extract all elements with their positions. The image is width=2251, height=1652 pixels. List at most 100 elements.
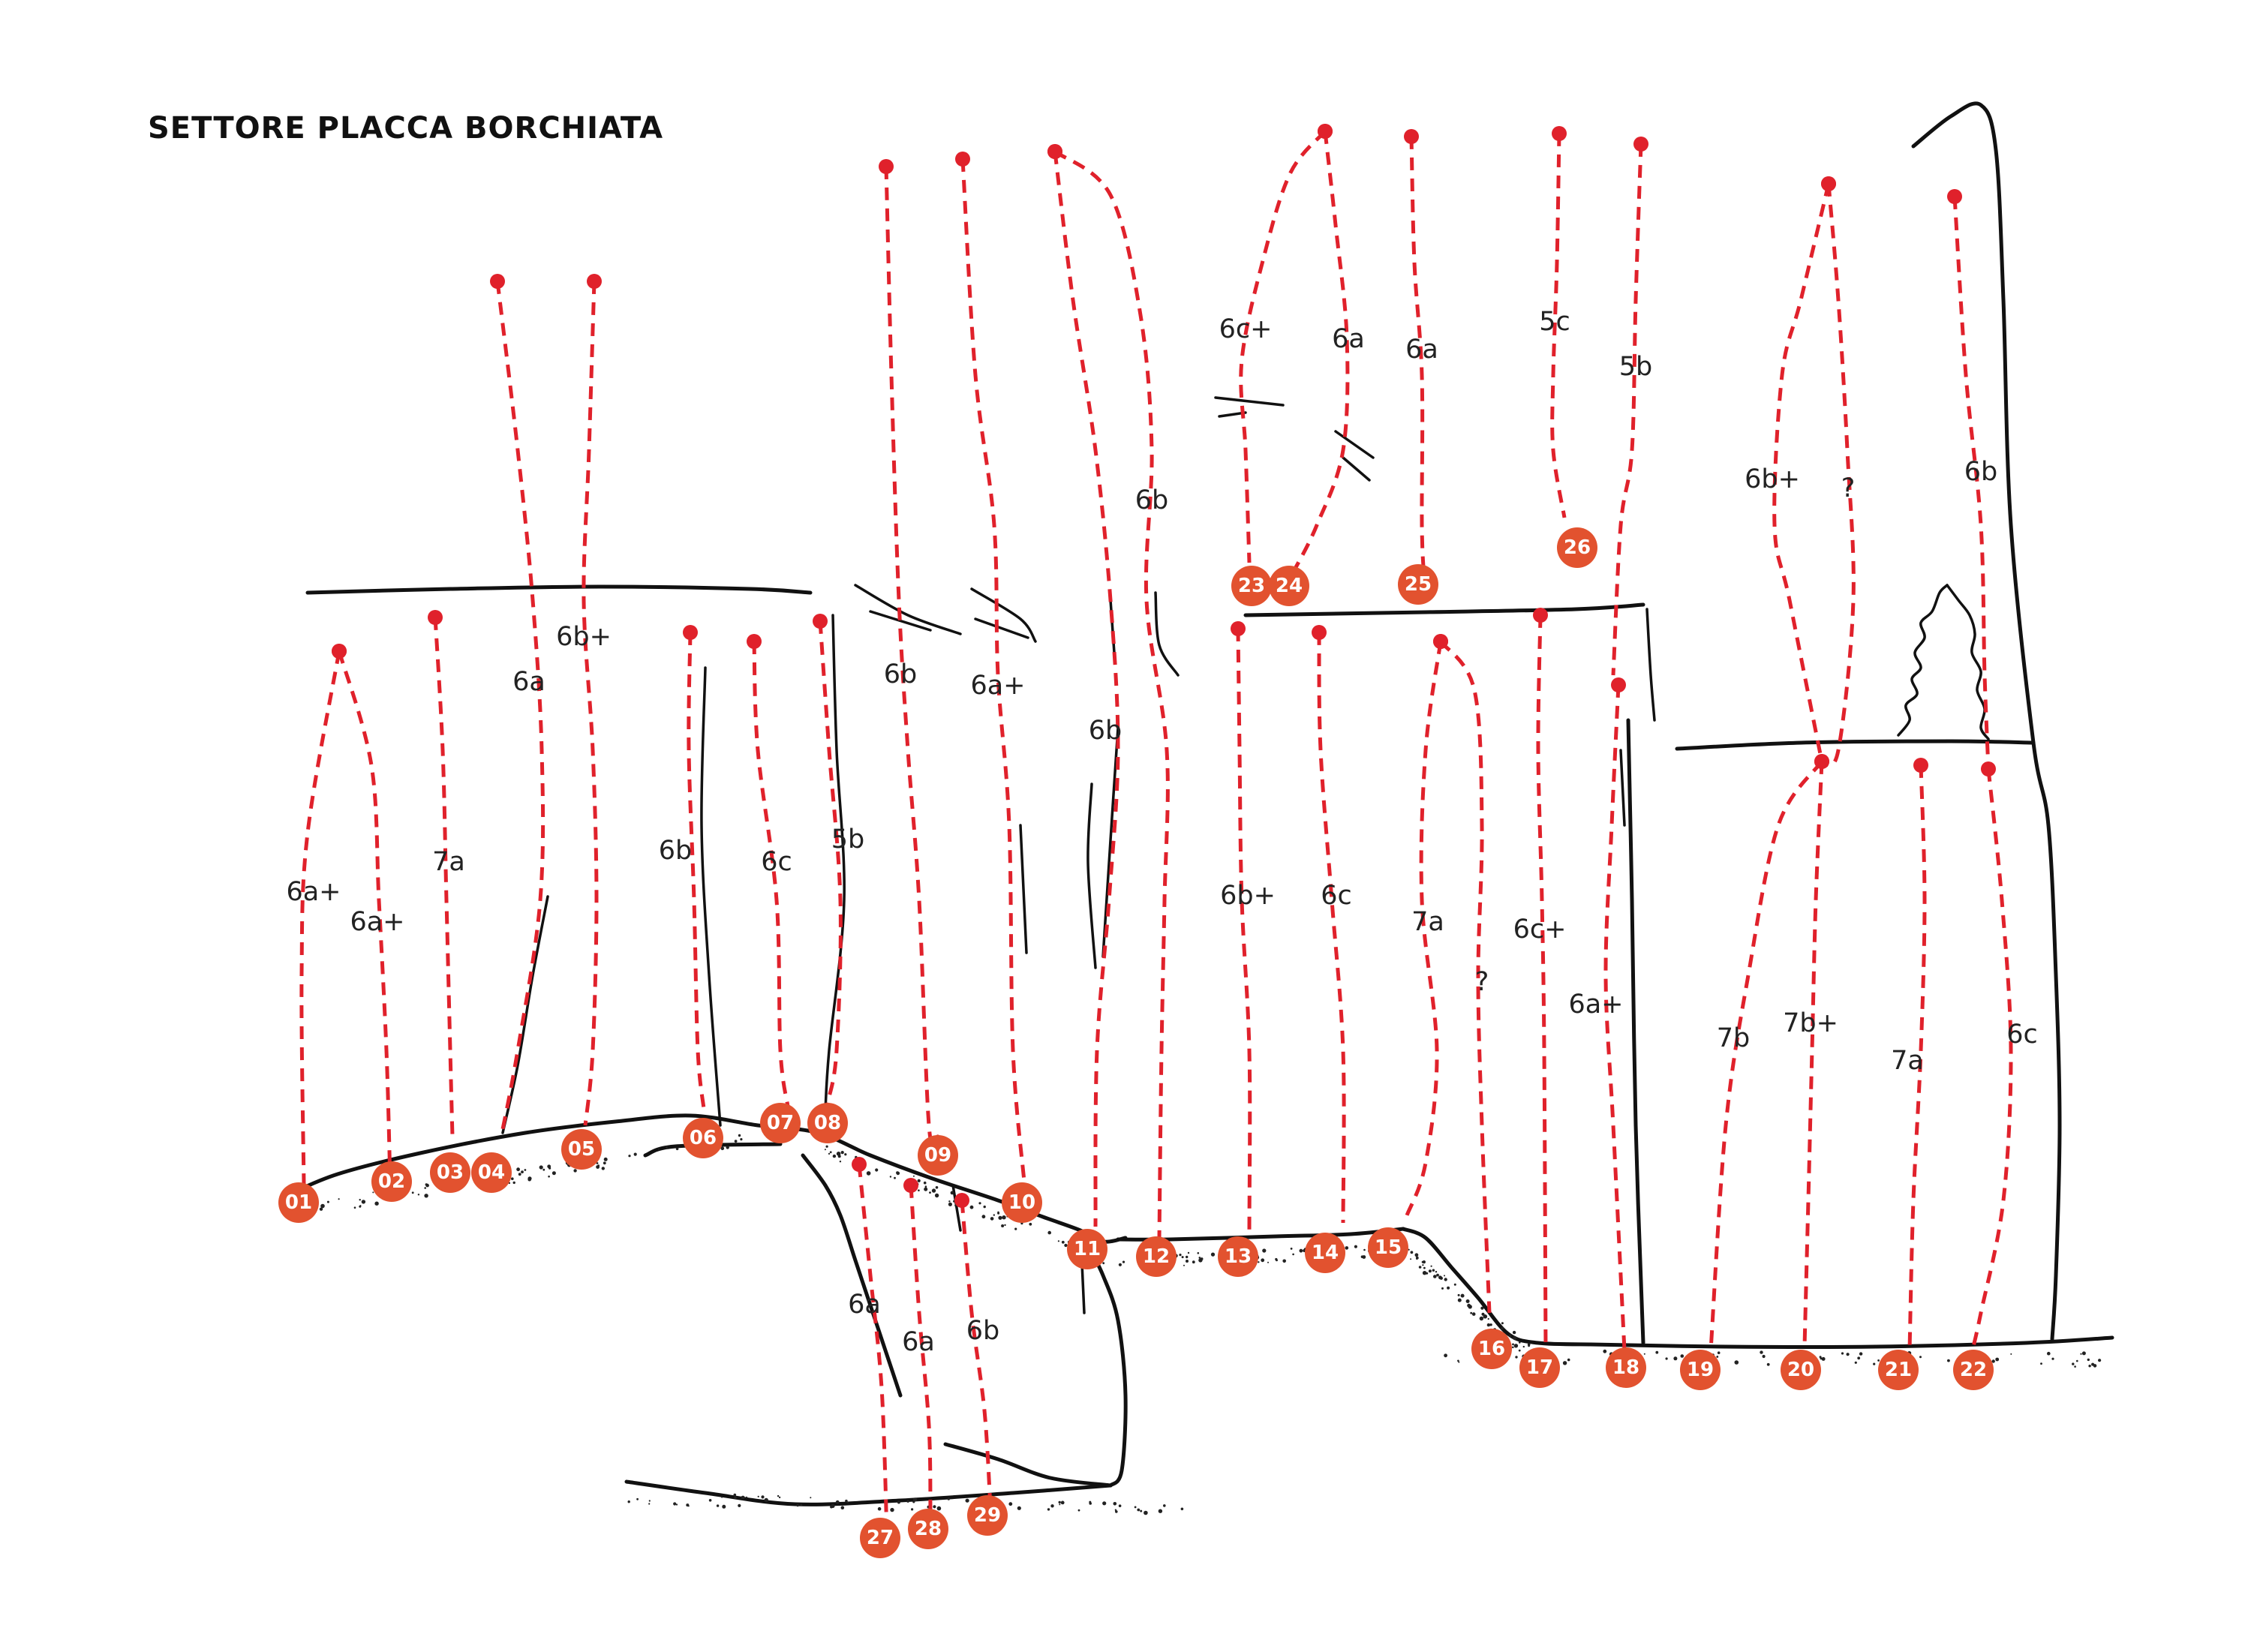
route-line [1603, 684, 1627, 1351]
gravel-dot [627, 1500, 630, 1503]
anchor-dot [1318, 124, 1333, 139]
route-badge: 09 [918, 1135, 958, 1176]
rock-line [1243, 602, 1645, 617]
rock-line [643, 1142, 783, 1158]
route-number: 15 [1375, 1236, 1402, 1259]
gravel-dot [764, 1497, 768, 1503]
route-grade: 7a [1891, 1046, 1924, 1076]
gravel-dot [845, 1499, 848, 1503]
gravel-dot [1518, 1341, 1521, 1344]
route-number: 03 [437, 1161, 464, 1184]
anchor-dot [1552, 126, 1567, 141]
gravel-dot [516, 1167, 520, 1172]
route-number: 04 [478, 1161, 505, 1184]
gravel-dot [2051, 1357, 2054, 1360]
gravel-dot [1362, 1255, 1366, 1259]
gravel-dot [978, 1202, 981, 1205]
gravel-dot [1487, 1317, 1489, 1320]
gravel-dot [551, 1171, 556, 1176]
gravel-dot [1512, 1330, 1516, 1335]
route-badge: 08 [807, 1103, 848, 1143]
gravel-dot [866, 1171, 871, 1176]
route-line [1971, 768, 2013, 1347]
anchor-dot [1231, 621, 1246, 636]
rock-line [970, 587, 1037, 643]
gravel-dot [1345, 1246, 1349, 1250]
route-badge-circle [430, 1152, 470, 1193]
route-badge-circle [1398, 564, 1438, 605]
gravel-dot [948, 1202, 952, 1206]
gravel-dot [2076, 1359, 2078, 1362]
route-badge-circle [561, 1129, 602, 1170]
gravel-dot [738, 1503, 741, 1507]
anchor-dot [955, 152, 970, 167]
gravel-dot [918, 1189, 920, 1191]
rock-line [1911, 101, 2062, 1341]
gravel-dot [1821, 1356, 1826, 1361]
route-badge-circle [1680, 1350, 1721, 1390]
route-number: 24 [1276, 575, 1303, 597]
gravel-dot [1354, 1245, 1357, 1248]
route-badge-circle [471, 1152, 512, 1193]
gravel-dot [997, 1212, 1000, 1215]
gravel-dot [933, 1505, 936, 1509]
rock-line [1019, 824, 1028, 954]
gravel-dot [1077, 1509, 1080, 1512]
route-line [1952, 196, 1991, 770]
gravel-dot [524, 1169, 527, 1171]
route-badge-circle [1557, 527, 1597, 568]
gravel-dot [1991, 1359, 1995, 1363]
gravel-dot [603, 1161, 606, 1165]
gravel-dot [716, 1504, 720, 1507]
gravel-dot [1144, 1510, 1148, 1515]
gravel-dot [1186, 1260, 1189, 1263]
gravel-dot [1846, 1353, 1850, 1356]
route-badge: 29 [967, 1495, 1008, 1536]
gravel-dot [1047, 1230, 1051, 1235]
gravel-dot [1468, 1305, 1472, 1309]
rock-line [801, 1153, 903, 1398]
route-badge: 01 [278, 1182, 319, 1223]
route-line [1802, 761, 1824, 1347]
route-grade: 6c+ [1219, 314, 1273, 344]
rock-line [1675, 739, 2036, 751]
gravel-dot [1210, 1252, 1216, 1257]
route-badge-circle [1368, 1227, 1408, 1268]
gravel-dot [906, 1500, 909, 1503]
gravel-dot [648, 1500, 651, 1502]
gravel-dot [1140, 1509, 1143, 1512]
route-badge: 03 [430, 1152, 470, 1193]
gravel-dot [1198, 1257, 1201, 1259]
route-grade: 6b+ [1745, 464, 1800, 494]
route-grade: 6a [902, 1327, 935, 1357]
route-line [818, 620, 843, 1104]
gravel-dot [912, 1497, 918, 1502]
gravel-dot [1567, 1358, 1570, 1362]
gravel-dot [1047, 1508, 1050, 1511]
gravel-dot [1102, 1501, 1107, 1506]
route-badge: 06 [683, 1118, 723, 1158]
route-badge: 05 [561, 1129, 602, 1170]
gravel-dot [1562, 1361, 1567, 1365]
gravel-dot [424, 1187, 426, 1189]
route-number: 06 [690, 1127, 717, 1149]
gravel-dot [1414, 1253, 1419, 1257]
gravel-dot [1001, 1224, 1005, 1227]
rock-line [305, 584, 813, 595]
rock-line [1626, 718, 1645, 1345]
gravel-dot [648, 1503, 651, 1505]
gravel-dot [424, 1194, 428, 1198]
gravel-dot [361, 1200, 366, 1204]
gravel-dot [1995, 1357, 2000, 1362]
gravel-dot [2081, 1351, 2086, 1356]
gravel-dot [1064, 1243, 1068, 1248]
rock-line [1645, 608, 1656, 722]
gravel-dot [1859, 1352, 1863, 1356]
gravel-dot [1513, 1344, 1519, 1348]
gravel-dot [1480, 1306, 1484, 1310]
route-badge: 18 [1606, 1347, 1646, 1388]
gravel-dot [896, 1171, 899, 1175]
